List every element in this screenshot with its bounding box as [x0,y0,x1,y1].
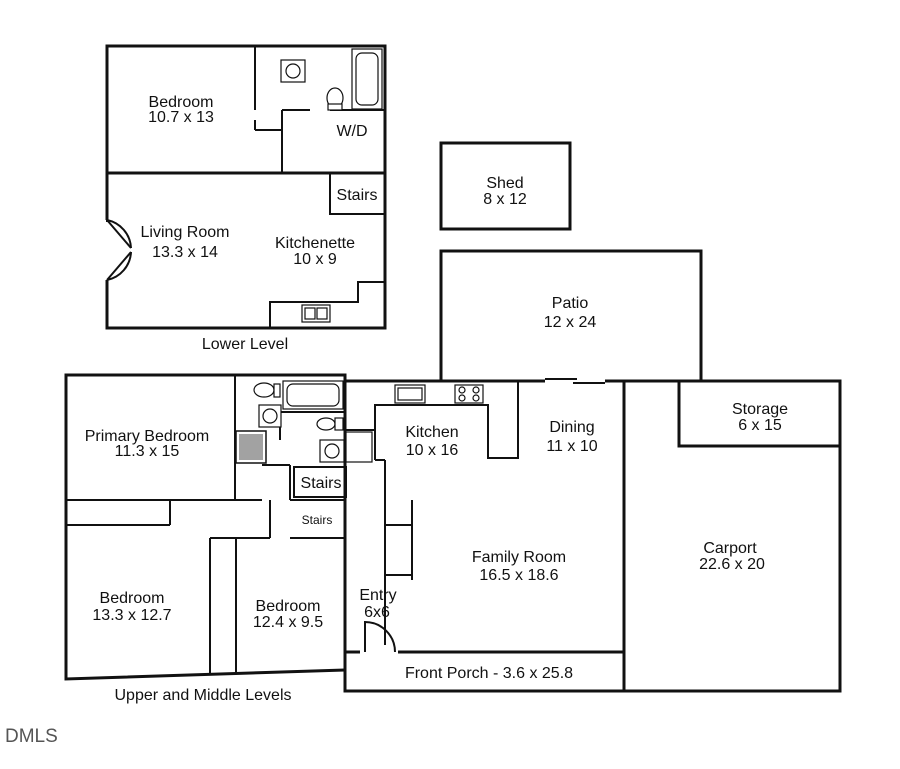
lower-level-outline [105,44,387,330]
stairs-box [293,466,347,498]
room-dims: 11.3 x 15 [115,443,180,460]
storage-outline [677,381,840,448]
bathroom-sink-icon [258,404,282,428]
kitchen-sink-icon [394,384,426,404]
refrigerator-icon [345,431,373,463]
shower-icon [235,430,267,464]
room-label: Living Room [141,224,230,241]
room-label: Dining [549,419,594,436]
room-label: Storage [732,401,788,418]
room-label: Shed [486,175,523,192]
carport-outline [622,379,842,693]
room-dims: 8 x 12 [483,191,527,208]
room-label: Stairs [337,187,378,204]
room-label: Kitchenette [275,235,355,252]
room-dims: 12.4 x 9.5 [253,614,323,631]
room-label: Bedroom [149,94,214,111]
stove-icon [454,384,484,404]
room-dims: 10 x 16 [406,442,459,459]
room-label: Bedroom [100,590,165,607]
sink-icon [301,304,331,323]
bedroom-wing-outline [64,373,347,681]
room-label: Stairs [301,475,342,492]
room-dims: 22.6 x 20 [699,556,765,573]
room-dims: 16.5 x 18.6 [479,567,558,584]
room-label: W/D [336,123,367,140]
caption-lower-level: Lower Level [202,336,288,353]
bathtub-icon [282,380,344,410]
room-dims: 10.7 x 13 [148,109,214,126]
watermark: DMLS [5,726,58,747]
room-label: Front Porch - 3.6 x 25.8 [405,665,573,682]
room-dims: 6x6 [364,604,390,621]
room-dims: 12 x 24 [544,314,597,331]
room-dims: 13.3 x 14 [152,244,218,261]
room-label: Entry [359,587,396,604]
room-dims: 10 x 9 [293,251,337,268]
room-label: Bedroom [256,598,321,615]
bathroom-sink-icon [280,59,306,83]
shed: Shed 8 x 12 [439,141,572,231]
room-dims: 13.3 x 12.7 [92,607,171,624]
room-label: Kitchen [405,424,458,441]
kitchen-counter [374,381,519,460]
french-door-icon [102,219,132,281]
upper-middle-levels: Primary Bedroom 11.3 x 15 Kitchen 10 x 1… [64,373,842,704]
room-dims: 11 x 10 [546,438,597,455]
caption-upper-middle: Upper and Middle Levels [115,687,292,704]
room-label: Family Room [472,549,566,566]
counter [269,281,385,328]
shed-outline [439,141,572,231]
room-dims: 6 x 15 [738,417,782,434]
toilet-icon [253,382,281,398]
room-label: Carport [703,540,757,557]
room-label: Patio [552,295,589,312]
patio: Patio 12 x 24 [439,249,703,383]
sliding-door-icon [545,377,605,384]
entry-door-icon [360,620,398,656]
bathtub-icon [351,48,383,110]
lower-level: Bedroom 10.7 x 13 W/D Stairs Living Room… [102,44,387,353]
toilet-icon [326,87,344,111]
toilet-icon [316,417,344,431]
bathroom-sink-icon [319,439,345,463]
room-label: Stairs [302,513,333,527]
wall [329,173,385,215]
room-label: Primary Bedroom [85,428,209,445]
